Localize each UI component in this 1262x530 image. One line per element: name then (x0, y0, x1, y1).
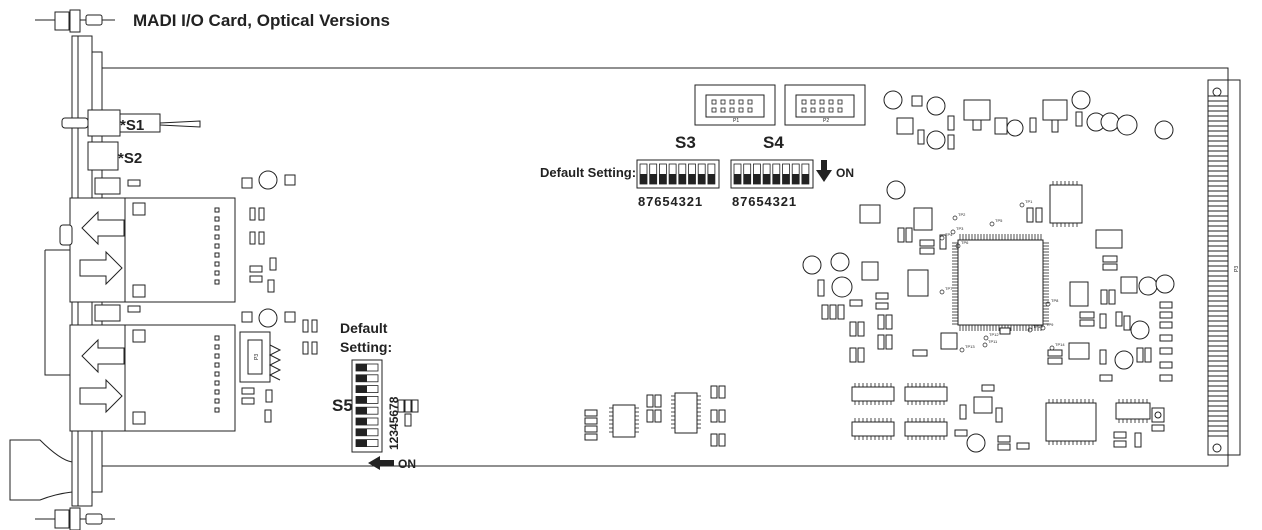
s2-label: *S2 (118, 150, 142, 167)
s5-default-line2: Setting: (340, 339, 392, 355)
board-ics (612, 184, 1151, 442)
rear-edge-connector: P3 (1207, 79, 1240, 456)
test-point-label: TP12 (989, 332, 999, 337)
switch-s1: *S1 (61, 109, 201, 137)
bottom-mount-screw (35, 507, 115, 530)
s5-on-label: ON (398, 457, 416, 471)
header-connector-p2: P2 (784, 84, 866, 126)
test-point-label: TP8 (1051, 298, 1059, 303)
test-point-label: TP2 (958, 212, 966, 217)
connector-led (94, 177, 121, 195)
test-point-label: TP3 (956, 226, 964, 231)
test-point-label: TP14 (1055, 342, 1065, 347)
header-connector-p1: P1 (694, 84, 776, 126)
s5-on-arrow (368, 456, 394, 470)
test-point-label: TP7 (945, 286, 953, 291)
resistor (127, 179, 141, 187)
dip-switch-s5: Default Setting: S5 12345678 ON (332, 320, 419, 471)
switch-s2: *S2 (87, 141, 142, 171)
s5-default-line1: Default (340, 320, 388, 336)
jumper-block: P3 (239, 331, 282, 383)
s3-numbers: 87654321 (638, 194, 703, 209)
test-point-label: TP9 (1046, 322, 1054, 327)
s4-on-arrow (816, 160, 832, 182)
test-point-label: TP1 (1025, 199, 1033, 204)
jumper-label: P3 (254, 354, 260, 360)
optical-transceiver-1 (69, 197, 236, 303)
test-point-label: TP13 (965, 344, 975, 349)
dip-switch-s4 (730, 159, 814, 189)
pcb-outline (101, 67, 1241, 467)
test-point-label: TP6 (961, 240, 969, 245)
s3-label: S3 (675, 133, 696, 152)
test-point-label: TP11 (988, 339, 998, 344)
test-point-label: TP4 (945, 232, 953, 237)
test-point-label: TP10 (1033, 324, 1043, 329)
s4-numbers: 87654321 (732, 194, 797, 209)
s1-label: *S1 (120, 117, 144, 134)
upper-right-components (883, 90, 1174, 150)
connector-label-p2: P2 (823, 118, 829, 124)
ejector-handle (9, 439, 73, 501)
s3-default-setting: Default Setting: (540, 165, 636, 180)
connector-label-p1: P1 (733, 118, 739, 124)
diagram-title: MADI I/O Card, Optical Versions (133, 11, 390, 30)
s4-label: S4 (763, 133, 784, 152)
optical-transceiver-2 (69, 324, 236, 432)
db-connector (44, 249, 70, 376)
dip-switch-s3 (636, 159, 720, 189)
left-passives (241, 170, 318, 423)
test-point-label: TP5 (995, 218, 1003, 223)
top-mount-screw (35, 9, 115, 33)
s4-on-label: ON (836, 166, 854, 180)
s5-label: S5 (332, 396, 353, 415)
misc-components (584, 180, 1175, 453)
connector-label-p3: P3 (1234, 266, 1240, 272)
